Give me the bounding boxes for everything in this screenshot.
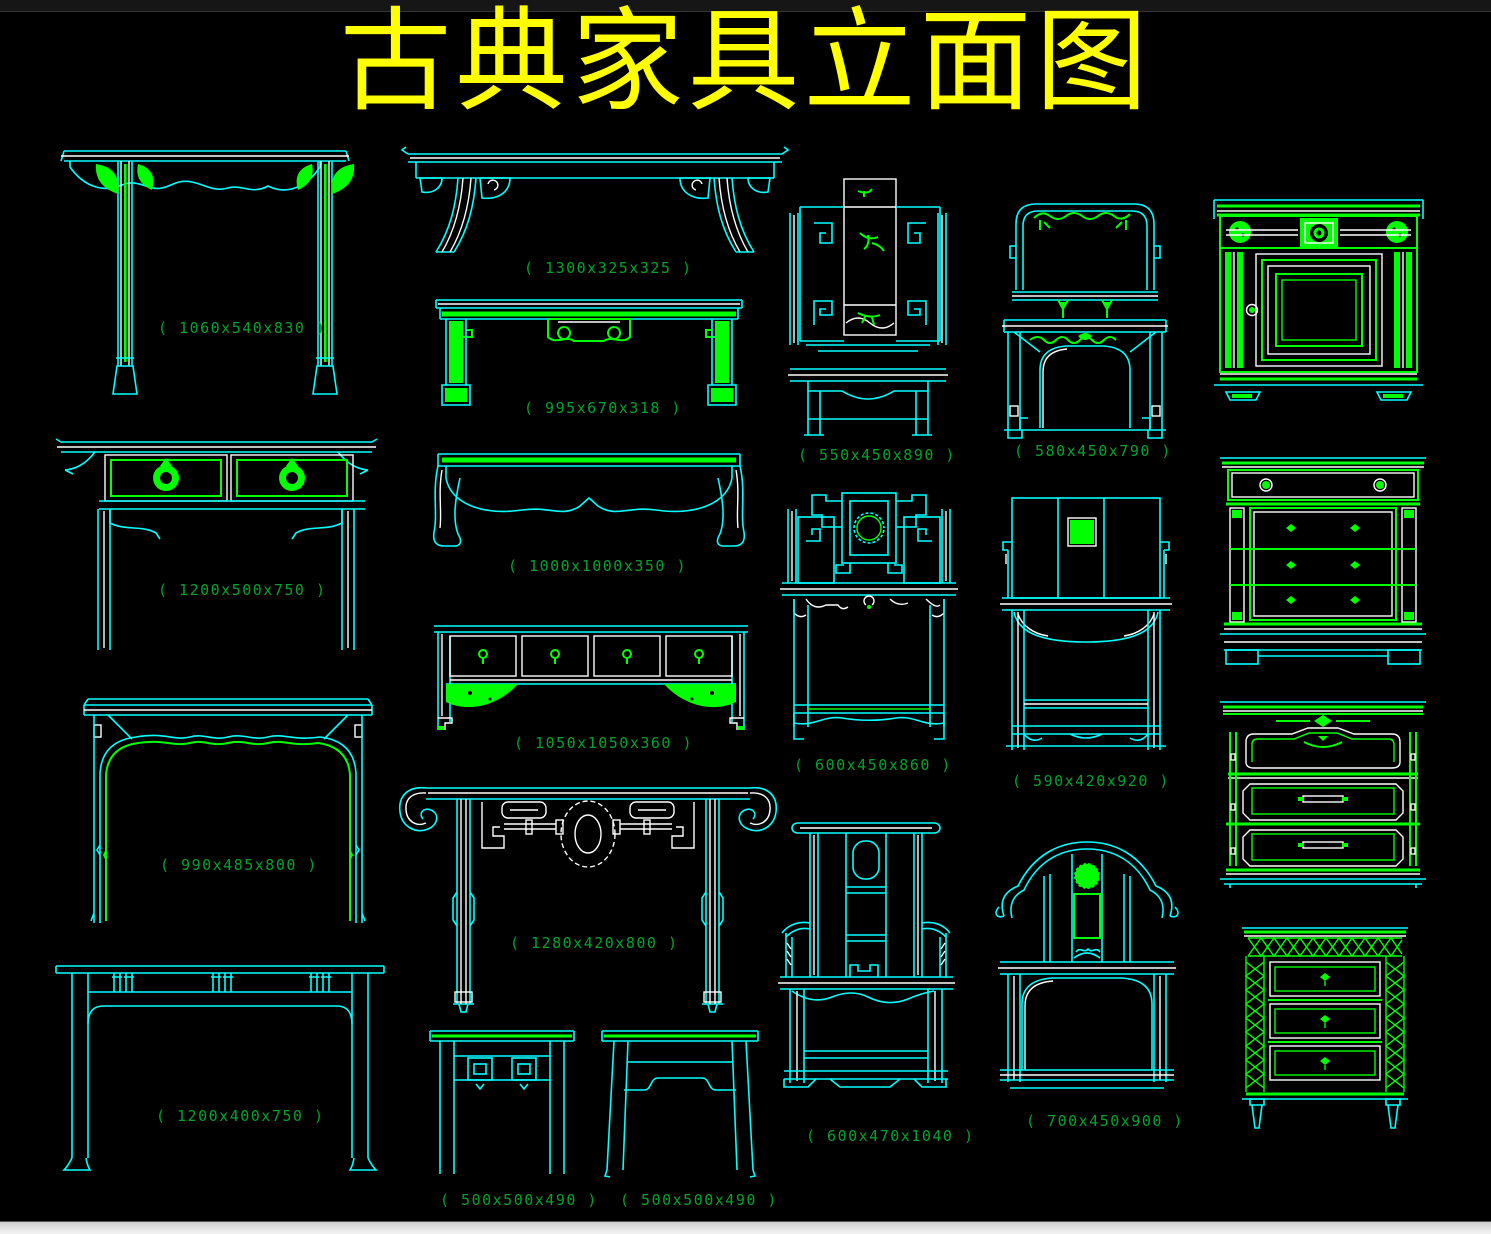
dim-label: ( 600x470x1040 ) xyxy=(806,1127,975,1145)
drawing-console-table-carved-spandrels xyxy=(60,150,355,395)
drawing-square-stool-splayed-legs xyxy=(601,1030,759,1178)
dim-label: ( 990x485x800 ) xyxy=(160,856,318,874)
drawing-panel-back-armchair xyxy=(1000,497,1172,750)
dim-label: ( 590x420x920 ) xyxy=(1012,772,1170,790)
dim-label: ( 995x670x318 ) xyxy=(524,399,682,417)
drawing-recessed-leg-altar-bench xyxy=(400,146,790,253)
dim-label: ( 500x500x490 ) xyxy=(440,1191,598,1209)
drawing-curved-apron-side-table xyxy=(83,698,373,923)
drawing-horseshoe-back-armchair xyxy=(995,841,1179,1089)
drawing-fret-back-throne-chair xyxy=(780,492,958,740)
dim-label: ( 700x450x900 ) xyxy=(1026,1112,1184,1130)
dim-label: ( 1000x1000x350 ) xyxy=(508,557,688,575)
dim-label: ( 1050x1050x360 ) xyxy=(514,734,694,752)
drawing-cabriole-leg-kang-table xyxy=(432,453,746,547)
drawing-crested-two-drawer-nightstand xyxy=(1220,701,1426,888)
drawing-four-drawer-sideboard xyxy=(434,625,748,730)
drawing-humpback-stretcher-table xyxy=(55,965,385,1171)
page-title: 古典家具立面图 xyxy=(339,0,1152,127)
dim-label: ( 550x450x890 ) xyxy=(798,446,956,464)
dim-label: ( 500x500x490 ) xyxy=(620,1191,778,1209)
dim-label: ( 1200x500x750 ) xyxy=(158,581,327,599)
drawing-green-column-chest xyxy=(1220,457,1426,665)
window-top-edge xyxy=(0,0,1491,12)
drawing-scroll-end-altar-table xyxy=(399,787,777,1013)
drawing-square-stool-straight-legs xyxy=(429,1030,575,1174)
drawing-arched-mirror-stand xyxy=(1002,203,1168,439)
window-bottom-edge xyxy=(0,1221,1491,1234)
drawing-fret-back-screen-stand xyxy=(788,178,948,436)
drawing-green-single-door-cabinet xyxy=(1213,199,1424,401)
drawing-green-kang-table xyxy=(435,299,743,406)
dim-label: ( 600x450x860 ) xyxy=(794,756,952,774)
dim-label: ( 1200x400x750 ) xyxy=(156,1107,325,1125)
drawing-official-hat-armchair xyxy=(778,822,955,1088)
dim-label: ( 580x450x790 ) xyxy=(1014,442,1172,460)
drawing-two-drawer-console-table xyxy=(55,438,378,650)
dim-label: ( 1300x325x325 ) xyxy=(524,259,693,277)
dim-label: ( 1280x420x800 ) xyxy=(510,934,679,952)
drawing-lattice-three-drawer-nightstand xyxy=(1242,927,1408,1129)
dim-label: ( 1060x540x830 ) xyxy=(158,319,327,337)
